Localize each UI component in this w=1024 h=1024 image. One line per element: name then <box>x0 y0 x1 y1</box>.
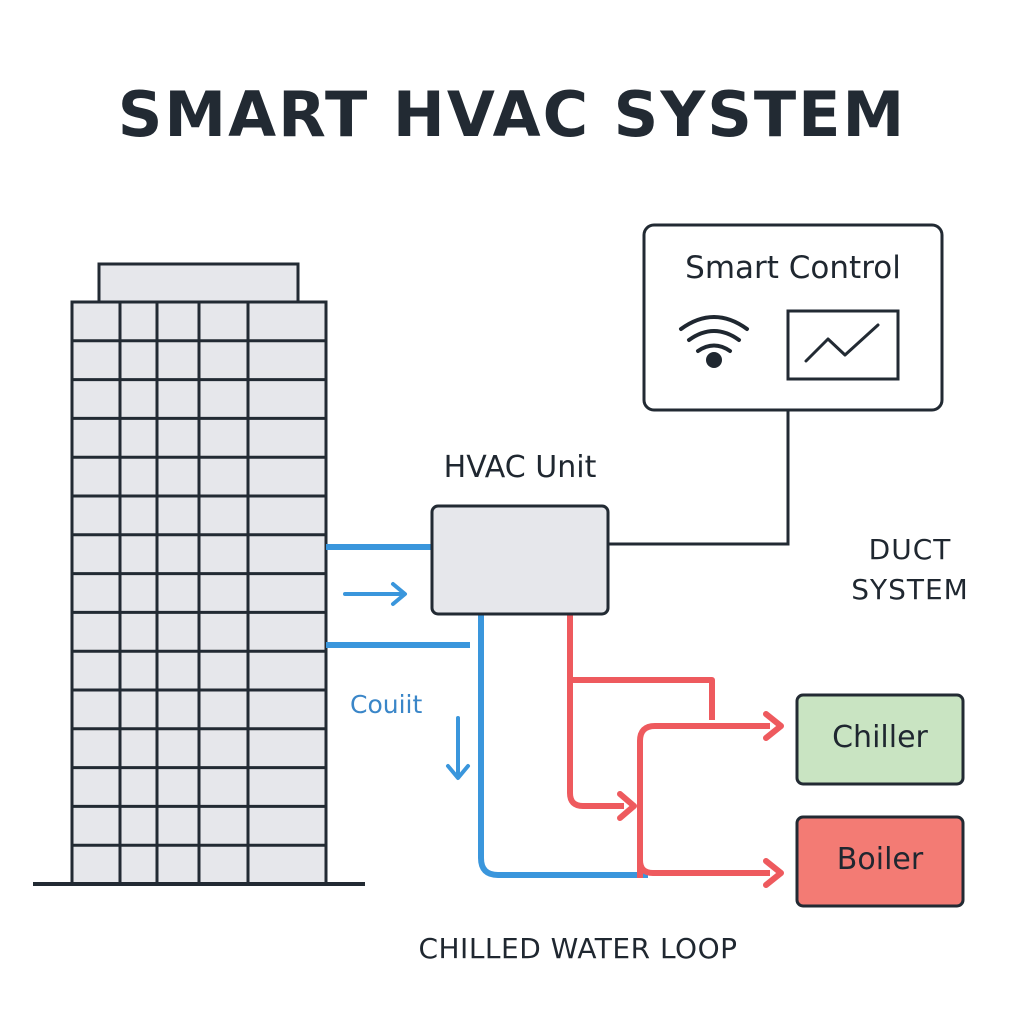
building-roof <box>97 262 300 304</box>
boiler-label: Boiler <box>836 842 924 877</box>
hot-branch-lower <box>567 680 624 809</box>
page-title: SMART HVAC SYSTEM <box>117 78 907 151</box>
duct-system-line1: DUCT <box>868 533 952 566</box>
building-window-grid <box>72 302 326 884</box>
duct-system-line2: SYSTEM <box>851 573 969 606</box>
conduit-down-arrow <box>446 716 470 780</box>
chiller-arrowhead <box>763 711 784 741</box>
chiller-label: Chiller <box>832 720 928 755</box>
building <box>33 262 365 886</box>
chilled-water-loop-label: CHILLED WATER LOOP <box>418 932 738 965</box>
hvac-unit-box <box>430 504 610 616</box>
boiler-feed-pipe <box>637 859 770 876</box>
hot-pipes <box>567 614 770 878</box>
cold-pipes <box>326 544 648 878</box>
hvac-unit-label: HVAC Unit <box>443 450 597 485</box>
duct-system-label: DUCT SYSTEM <box>830 530 990 610</box>
chiller-box <box>795 693 965 786</box>
hot-arrowheads <box>617 711 784 888</box>
smart-control-label: Smart Control <box>685 250 901 286</box>
boiler-box <box>795 815 965 908</box>
hot-supply-branch <box>567 614 715 720</box>
conduit-label: Couiit <box>350 690 423 719</box>
chiller-feed-pipe <box>637 723 770 878</box>
trend-chart-icon <box>786 309 900 381</box>
chilled-water-loop-pipe <box>478 614 648 878</box>
mid-arrowhead <box>617 791 637 821</box>
control-wire <box>608 410 790 546</box>
wifi-icon <box>679 315 749 368</box>
airflow-arrow <box>343 582 407 606</box>
boiler-arrowhead <box>763 858 784 888</box>
